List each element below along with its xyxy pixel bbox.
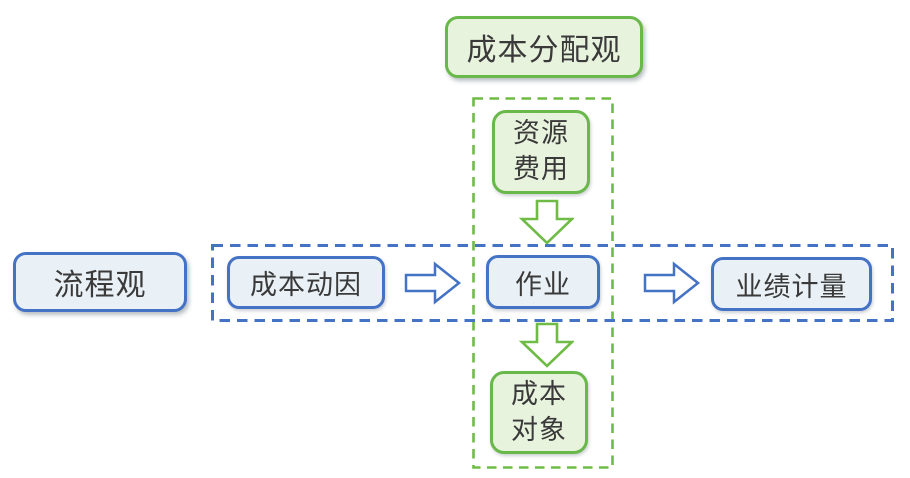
cost-object-line1: 成本 bbox=[511, 378, 567, 409]
cost-object-line2: 对象 bbox=[511, 414, 567, 445]
cost-assignment-view-frame bbox=[472, 97, 614, 469]
process-view-label: 流程观 bbox=[53, 269, 147, 302]
process-view-frame bbox=[211, 244, 894, 322]
process-view-title: 流程观 bbox=[13, 252, 187, 312]
right-arrow-icon bbox=[643, 261, 701, 305]
node-cost-object: 成本 对象 bbox=[490, 371, 588, 454]
node-activity: 作业 bbox=[486, 255, 600, 309]
cost-driver-label: 成本动因 bbox=[250, 270, 362, 300]
cost-assignment-view-label: 成本分配观 bbox=[466, 34, 622, 67]
node-cost-driver: 成本动因 bbox=[227, 256, 385, 309]
cost-assignment-view-title: 成本分配观 bbox=[445, 16, 643, 78]
node-performance-measure: 业绩计量 bbox=[711, 257, 872, 311]
node-resource-cost: 资源 费用 bbox=[492, 110, 590, 194]
right-arrow-icon bbox=[404, 261, 462, 305]
activity-label: 作业 bbox=[515, 269, 571, 300]
cost-object-label: 成本 对象 bbox=[511, 377, 567, 448]
resource-cost-label: 资源 费用 bbox=[513, 116, 569, 187]
resource-cost-line1: 资源 bbox=[513, 118, 569, 149]
resource-cost-line2: 费用 bbox=[513, 154, 569, 184]
down-arrow-icon bbox=[518, 199, 574, 245]
down-arrow-icon bbox=[518, 322, 574, 368]
performance-measure-label: 业绩计量 bbox=[735, 271, 848, 302]
